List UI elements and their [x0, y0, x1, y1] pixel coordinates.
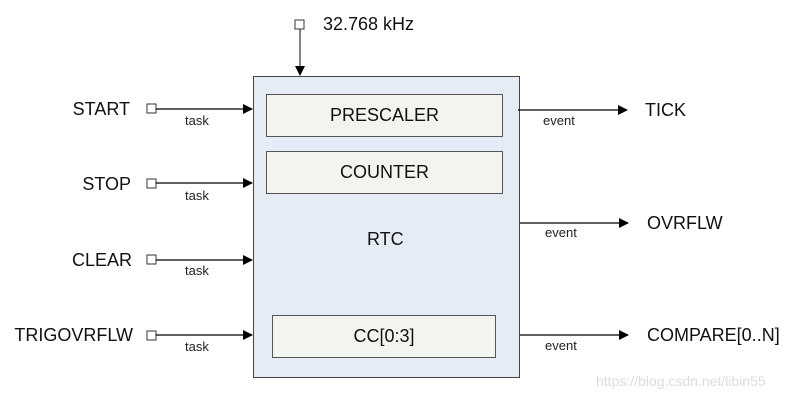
task-clear-label: CLEAR	[71, 250, 132, 270]
event-compare-label: COMPARE[0..N]	[647, 325, 780, 345]
trigovrflw-port-icon	[146, 330, 157, 341]
event-tick-edge: event	[543, 113, 575, 128]
watermark: https://blog.csdn.net/libin55	[596, 373, 766, 389]
event-tick-label: TICK	[645, 100, 687, 120]
prescaler-label: PRESCALER	[329, 105, 440, 125]
task-trigovrflw-edge: task	[185, 339, 209, 354]
cc-block: CC[0:3]	[272, 315, 496, 358]
task-trigovrflw-label: TRIGOVRFLW	[14, 325, 133, 345]
task-stop-label: STOP	[82, 174, 131, 194]
counter-block: COUNTER	[266, 151, 503, 194]
prescaler-block: PRESCALER	[266, 94, 503, 137]
counter-label: COUNTER	[340, 162, 429, 182]
task-stop-edge: task	[185, 188, 209, 203]
start-port-icon	[146, 103, 157, 114]
task-arrows	[146, 103, 253, 341]
task-start-label: START	[72, 99, 130, 119]
task-clear-edge: task	[185, 263, 209, 278]
clear-port-icon	[146, 254, 157, 265]
clock-label: 32.768 kHz	[323, 14, 415, 34]
clock-port-icon	[294, 19, 305, 30]
event-compare-edge: event	[545, 338, 577, 353]
task-start-edge: task	[185, 113, 209, 128]
event-ovrflw-label: OVRFLW	[647, 213, 723, 233]
stop-port-icon	[146, 178, 157, 189]
rtc-title: RTC	[367, 229, 404, 249]
cc-label: CC[0:3]	[353, 326, 415, 346]
event-arrows	[518, 105, 629, 340]
event-ovrflw-edge: event	[545, 225, 577, 240]
